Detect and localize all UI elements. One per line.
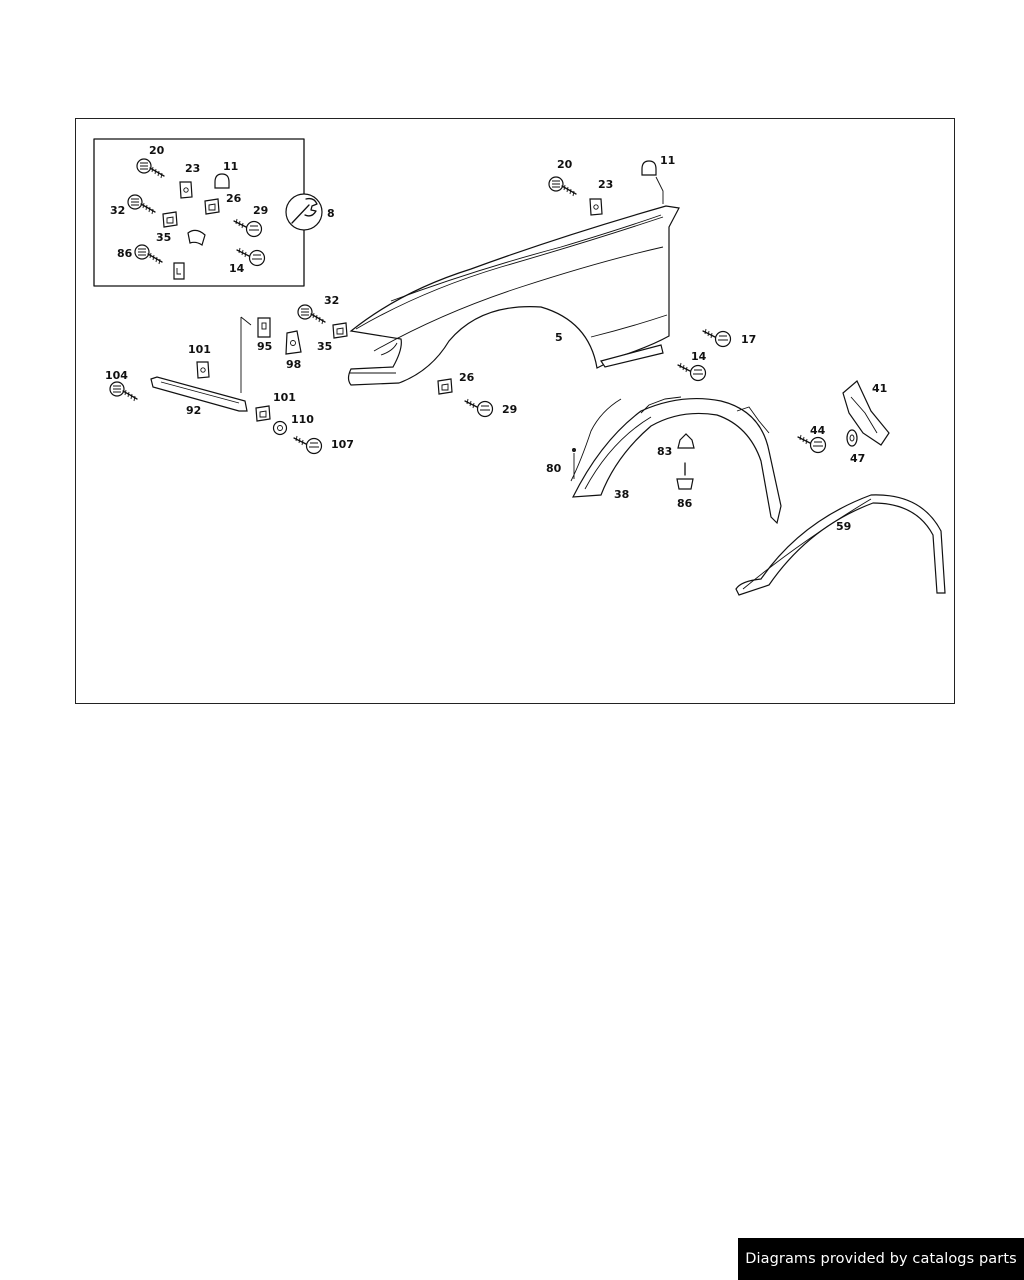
callout-inset-11: 11: [223, 160, 238, 173]
callout-98: 98: [286, 358, 301, 371]
callout-83: 83: [657, 445, 672, 458]
callout-20: 20: [557, 158, 573, 171]
callout-59: 59: [836, 520, 851, 533]
washer-icon: [272, 420, 288, 436]
support-bracket: [150, 376, 248, 412]
callout-104: 104: [105, 369, 128, 382]
parts-diagram-frame: 20 23 11 26 32 29 35 86 14 8 20 23 11 32…: [75, 118, 955, 704]
callout-41: 41: [872, 382, 887, 395]
callout-101-top: 101: [188, 343, 211, 356]
callout-47: 47: [850, 452, 865, 465]
callout-107: 107: [331, 438, 354, 451]
callout-inset-35: 35: [156, 231, 171, 244]
wheel-arch-liner: [570, 396, 782, 525]
callout-inset-32: 32: [110, 204, 125, 217]
wrench-icon: [285, 193, 323, 231]
callout-tool-8: 8: [327, 207, 335, 220]
callout-inset-14: 14: [229, 262, 245, 275]
callout-inset-23: 23: [185, 162, 200, 175]
callout-35: 35: [317, 340, 332, 353]
callout-86: 86: [677, 497, 693, 510]
callout-inset-26: 26: [226, 192, 242, 205]
splash-guard: [842, 380, 890, 446]
callout-inset-29: 29: [253, 204, 268, 217]
callout-14: 14: [691, 350, 707, 363]
callout-110: 110: [291, 413, 314, 426]
callout-11: 11: [660, 154, 675, 167]
callout-17: 17: [741, 333, 756, 346]
callout-44: 44: [810, 424, 826, 437]
callout-inset-86: 86: [117, 247, 133, 260]
callout-5: 5: [555, 331, 563, 344]
callout-23: 23: [598, 178, 613, 191]
callout-inset-20: 20: [149, 144, 165, 157]
callout-32: 32: [324, 294, 339, 307]
callout-92: 92: [186, 404, 201, 417]
callout-95: 95: [257, 340, 272, 353]
callout-26: 26: [459, 371, 475, 384]
exploded-parts-diagram: 20 23 11 26 32 29 35 86 14 8 20 23 11 32…: [93, 138, 946, 596]
callout-80: 80: [546, 462, 562, 475]
wheel-arch-trim: [735, 494, 946, 596]
front-fender: [347, 205, 680, 386]
callout-29: 29: [502, 403, 517, 416]
attribution-badge: Diagrams provided by catalogs parts: [738, 1238, 1024, 1280]
callout-101-bottom: 101: [273, 391, 296, 404]
callout-38: 38: [614, 488, 629, 501]
